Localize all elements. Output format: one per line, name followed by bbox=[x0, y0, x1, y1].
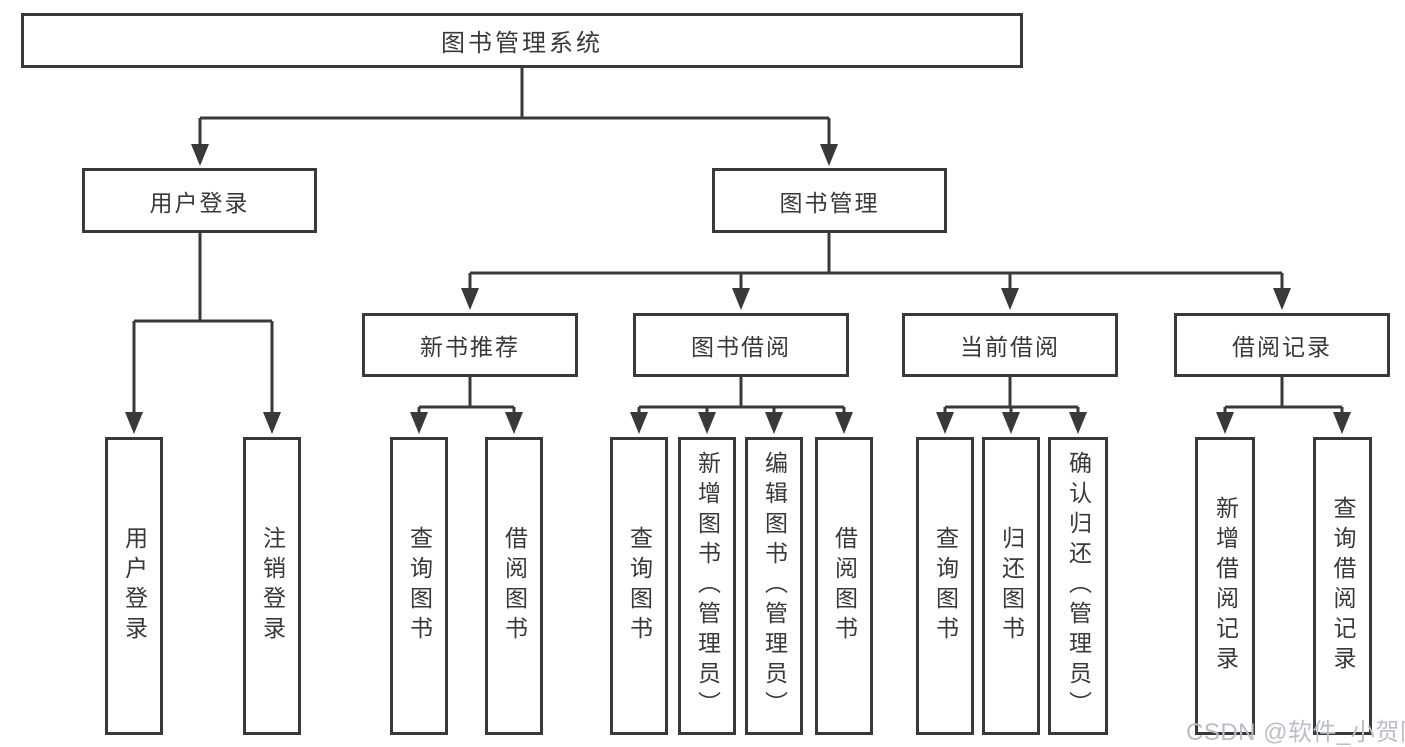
leaf-user-login: 用户登录 bbox=[105, 437, 163, 735]
csdn-watermark: CSDN @软件_小贺同学 bbox=[1186, 719, 1405, 746]
node-label: 用户登录 bbox=[121, 526, 148, 646]
node-label: 确认归还（管理员） bbox=[1065, 451, 1092, 721]
node-label: 编辑图书（管理员） bbox=[761, 451, 788, 721]
leaf-return-book: 归还图书 bbox=[982, 437, 1040, 735]
node-book-management: 图书管理 bbox=[712, 168, 947, 233]
node-label: 查询图书 bbox=[406, 526, 433, 646]
node-label: 当前借阅 bbox=[960, 334, 1060, 360]
node-label: 借阅图书 bbox=[501, 526, 528, 646]
node-library-management-system: 图书管理系统 bbox=[21, 13, 1023, 68]
node-label: 查询图书 bbox=[626, 526, 653, 646]
leaf-borrow-books-recommend: 借阅图书 bbox=[485, 437, 543, 735]
leaf-add-borrow-record: 新增借阅记录 bbox=[1195, 437, 1255, 735]
leaf-borrow-books: 借阅图书 bbox=[815, 437, 873, 735]
leaf-edit-book-admin: 编辑图书（管理员） bbox=[745, 437, 803, 735]
node-current-borrow: 当前借阅 bbox=[902, 313, 1118, 377]
node-label: 图书管理系统 bbox=[441, 30, 603, 57]
leaf-query-books-current: 查询图书 bbox=[916, 437, 974, 735]
node-label: 新增图书（管理员） bbox=[694, 451, 721, 721]
leaf-confirm-return-admin: 确认归还（管理员） bbox=[1048, 437, 1108, 735]
node-label: 查询图书 bbox=[932, 526, 959, 646]
node-label: 用户登录 bbox=[149, 189, 250, 216]
leaf-query-books-recommend: 查询图书 bbox=[390, 437, 448, 735]
leaf-query-books-borrow: 查询图书 bbox=[610, 437, 668, 735]
node-label: 图书管理 bbox=[779, 189, 880, 216]
node-label: 新书推荐 bbox=[420, 334, 520, 360]
node-label: 归还图书 bbox=[998, 526, 1025, 646]
node-borrow-records: 借阅记录 bbox=[1174, 313, 1390, 377]
node-label: 注销登录 bbox=[259, 526, 286, 646]
leaf-add-book-admin: 新增图书（管理员） bbox=[678, 437, 736, 735]
node-user-login: 用户登录 bbox=[82, 168, 317, 233]
node-book-borrow: 图书借阅 bbox=[633, 313, 849, 377]
leaf-logout: 注销登录 bbox=[243, 437, 301, 735]
node-label: 借阅图书 bbox=[831, 526, 858, 646]
node-label: 借阅记录 bbox=[1232, 334, 1332, 360]
node-new-book-recommend: 新书推荐 bbox=[362, 313, 578, 377]
node-label: 新增借阅记录 bbox=[1212, 496, 1239, 676]
node-label: 图书借阅 bbox=[691, 334, 791, 360]
leaf-query-borrow-record: 查询借阅记录 bbox=[1313, 437, 1372, 735]
node-label: 查询借阅记录 bbox=[1330, 496, 1356, 676]
